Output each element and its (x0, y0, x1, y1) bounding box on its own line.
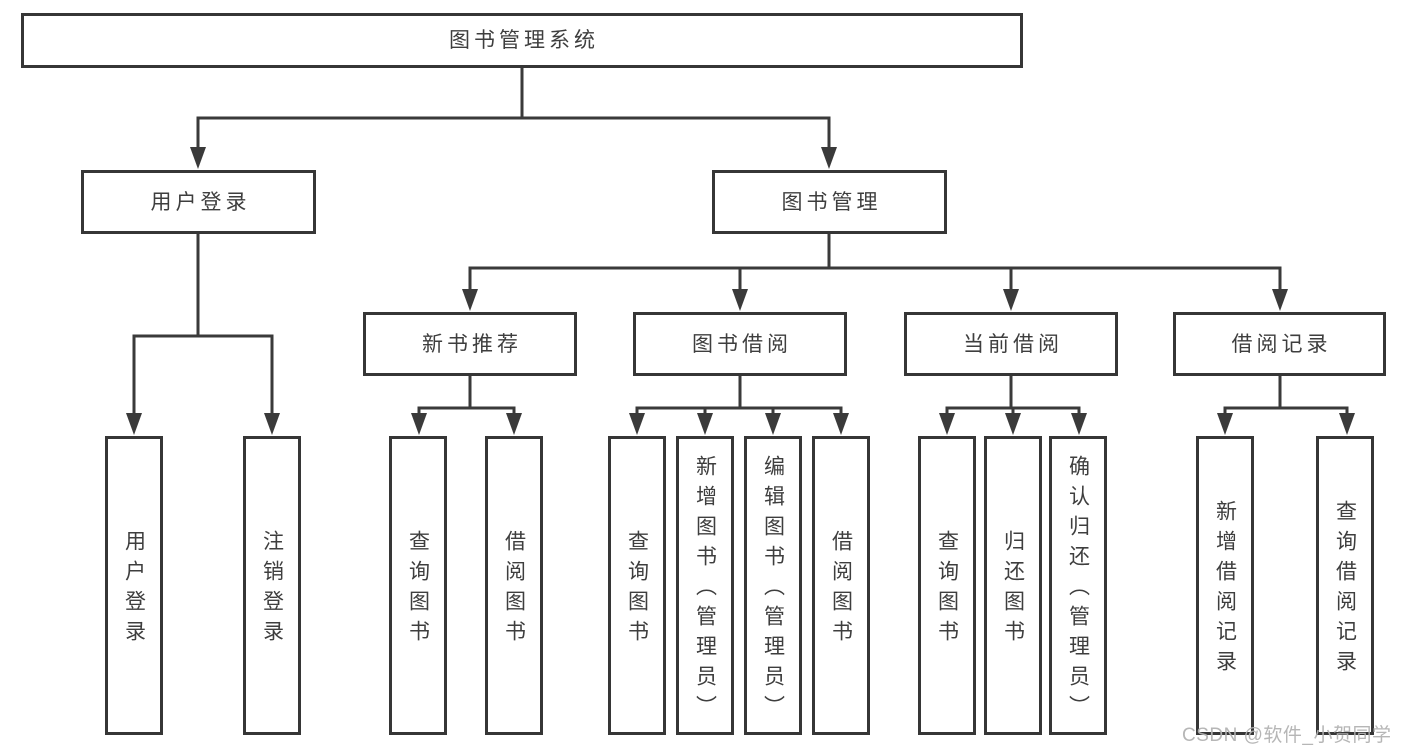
node-book-borrowing: 图书借阅 (633, 312, 847, 376)
leaf-add-books-admin-label: 新增图书（管理员） (693, 455, 717, 725)
node-book-management: 图书管理 (712, 170, 947, 234)
leaf-borrow-books: 借阅图书 (812, 436, 870, 735)
leaf-edit-books-admin: 编辑图书（管理员） (744, 436, 802, 735)
node-borrowing-records-label: 借阅记录 (1231, 332, 1332, 356)
leaf-logout: 注销登录 (243, 436, 301, 735)
leaf-confirm-return-admin: 确认归还（管理员） (1049, 436, 1107, 735)
node-user-login-label: 用户登录 (150, 190, 251, 214)
leaf-query-books-recommend: 查询图书 (389, 436, 447, 735)
leaf-query-books-current: 查询图书 (918, 436, 976, 735)
node-book-management-label: 图书管理 (781, 190, 882, 214)
leaf-query-borrow-record-label: 查询借阅记录 (1333, 500, 1357, 680)
leaf-query-books-borrowing-label: 查询图书 (625, 530, 649, 650)
leaf-borrow-books-label: 借阅图书 (829, 530, 853, 650)
node-root-label: 图书管理系统 (449, 29, 599, 52)
leaf-edit-books-admin-label: 编辑图书（管理员） (761, 455, 785, 725)
leaf-borrow-books-recommend-label: 借阅图书 (502, 530, 526, 650)
leaf-query-borrow-record: 查询借阅记录 (1316, 436, 1374, 735)
leaf-add-books-admin: 新增图书（管理员） (676, 436, 734, 735)
node-new-book-recommendation-label: 新书推荐 (422, 332, 522, 356)
leaf-borrow-books-recommend: 借阅图书 (485, 436, 543, 735)
leaf-query-books-borrowing: 查询图书 (608, 436, 666, 735)
node-new-book-recommendation: 新书推荐 (363, 312, 577, 376)
node-current-borrowing: 当前借阅 (904, 312, 1118, 376)
node-root: 图书管理系统 (21, 13, 1023, 68)
leaf-confirm-return-admin-label: 确认归还（管理员） (1066, 455, 1090, 725)
leaf-return-books: 归还图书 (984, 436, 1042, 735)
watermark-text: CSDN @软件_小贺同学 (1182, 725, 1392, 746)
leaf-user-login-label: 用户登录 (122, 530, 146, 650)
leaf-query-books-current-label: 查询图书 (935, 530, 959, 650)
node-borrowing-records: 借阅记录 (1173, 312, 1386, 376)
node-current-borrowing-label: 当前借阅 (963, 332, 1063, 356)
leaf-query-books-recommend-label: 查询图书 (406, 530, 430, 650)
leaf-return-books-label: 归还图书 (1001, 530, 1025, 650)
leaf-user-login: 用户登录 (105, 436, 163, 735)
leaf-add-borrow-record-label: 新增借阅记录 (1213, 500, 1237, 680)
node-book-borrowing-label: 图书借阅 (692, 332, 792, 356)
node-user-login: 用户登录 (81, 170, 316, 234)
arrowheads (126, 147, 1355, 435)
leaf-logout-label: 注销登录 (260, 530, 284, 650)
leaf-add-borrow-record: 新增借阅记录 (1196, 436, 1254, 735)
